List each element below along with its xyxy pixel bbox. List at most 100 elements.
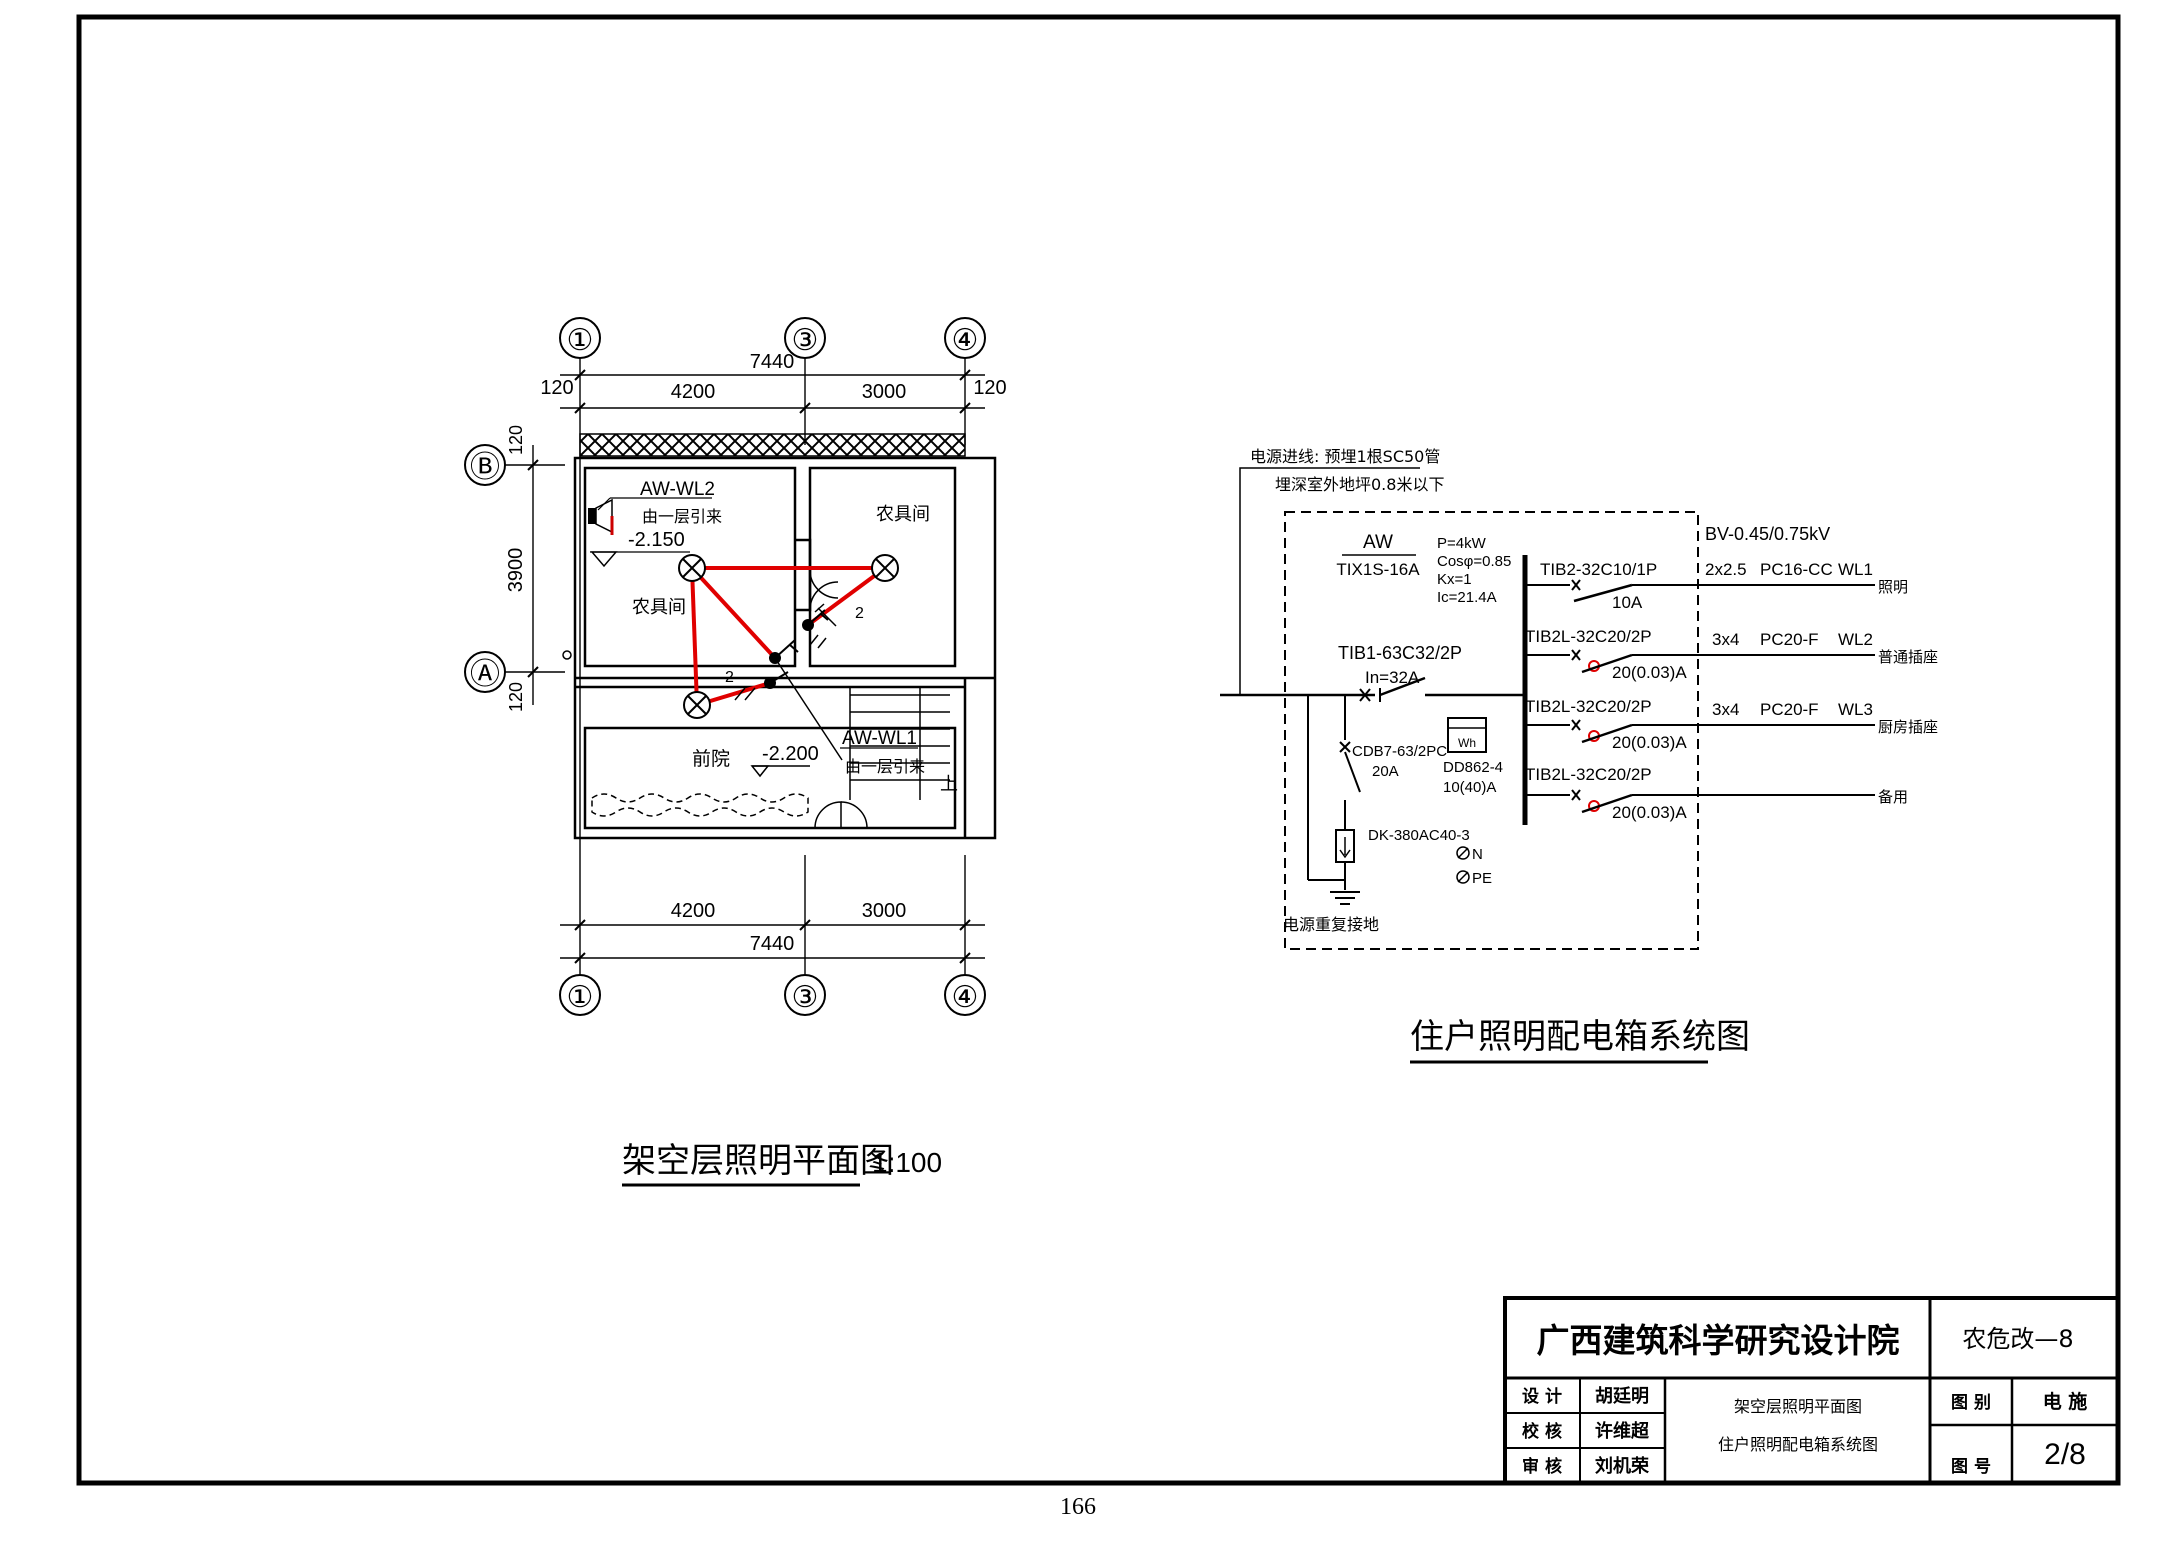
panel-note: 由一层引来 <box>642 507 722 526</box>
svg-text:④: ④ <box>952 980 979 1015</box>
param-kx: Kx=1 <box>1437 571 1472 588</box>
terminal-icon <box>1456 846 1470 860</box>
institute-name: 广西建筑科学研究设计院 <box>1537 1321 1900 1360</box>
main-breaker-icon <box>1359 676 1426 702</box>
room-label-left: 农具间 <box>632 597 686 618</box>
check-label: 校 核 <box>1522 1421 1562 1442</box>
stair-up-label: 上 <box>940 774 958 795</box>
terminal-icon <box>1456 870 1470 884</box>
panel-label: AW-WL2 <box>640 479 715 500</box>
panel-level: -2.150 <box>628 529 685 551</box>
ceiling-light-icon <box>683 691 711 719</box>
dim-left-bottom: 120 <box>506 682 526 712</box>
svg-text:④: ④ <box>952 323 979 358</box>
box-name: AW <box>1363 532 1393 553</box>
svg-text:③: ③ <box>792 323 819 358</box>
meter-model: DD862-4 <box>1443 759 1503 776</box>
dim-top-total: 7440 <box>750 351 795 373</box>
ground-note: 电源重复接地 <box>1283 915 1379 934</box>
main-breaker-label: TIB1-63C32/2P <box>1338 643 1462 663</box>
terminal-n: N <box>1472 846 1483 863</box>
hatched-wall <box>579 433 966 457</box>
circuit-3-use: 厨房插座 <box>1878 718 1938 736</box>
circuit-1-use: 照明 <box>1878 578 1908 596</box>
circuit-3-wl: WL3 <box>1838 700 1873 719</box>
outgoing-circuit-spare: TIB2L-32C20/2P 20(0.03)A 备用 <box>1525 765 1908 822</box>
category-value: 电 施 <box>2043 1390 2088 1413</box>
sheet-border <box>76 14 2121 1486</box>
circuit-1-wl: WL1 <box>1838 560 1873 579</box>
feed-note: 由一层引来 <box>845 757 925 776</box>
axis-bubble-bottom-1: ① <box>559 974 601 1016</box>
room-label-right: 农具间 <box>876 504 930 525</box>
drawing-name-1: 架空层照明平面图 <box>1734 1397 1862 1416</box>
ground-icon <box>1330 891 1360 905</box>
courtyard-fill <box>591 793 809 817</box>
panel-box-icon <box>588 498 614 535</box>
dim-bottom-total: 7440 <box>750 933 795 955</box>
dim-bottom-span-1: 4200 <box>671 900 716 922</box>
cable-spec: BV-0.45/0.75kV <box>1705 524 1830 544</box>
dim-bottom-span-2: 3000 <box>862 900 907 922</box>
circuit-mark-right: 2 <box>855 605 864 622</box>
spd-label: CDB7-63/2PC <box>1352 743 1447 760</box>
svg-text:①: ① <box>567 323 594 358</box>
circuit-2-use: 普通插座 <box>1878 648 1938 666</box>
axis-bubble-B: Ⓑ <box>464 444 506 486</box>
circuit-3-breaker: TIB2L-32C20/2P <box>1525 697 1652 716</box>
circuit-1-rating: 10A <box>1612 593 1643 612</box>
light-switch-icon <box>769 639 799 664</box>
dimension-ticks <box>527 369 971 964</box>
axis-bubble-bottom-3: ③ <box>784 974 826 1016</box>
axis-bubble-top-4: ④ <box>944 317 986 359</box>
title-block: 广西建筑科学研究设计院 农危改—8 设 计 胡廷明 校 核 许维超 审 核 刘机… <box>1503 1296 2120 1485</box>
dim-top-right-edge: 120 <box>973 377 1006 399</box>
meter-rating: 10(40)A <box>1443 779 1496 796</box>
param-power: P=4kW <box>1437 535 1487 552</box>
box-enclosure <box>1284 511 1699 950</box>
dim-top-left-edge: 120 <box>540 377 573 399</box>
axis-bubble-top-3: ③ <box>784 317 826 359</box>
circuit-3-conduit: PC20-F <box>1760 700 1819 719</box>
plan-title: 架空层照明平面图 <box>622 1141 894 1181</box>
circuit-1-wire: 2x2.5 <box>1705 560 1747 579</box>
incoming-note-1: 电源进线: 预埋1根SC50管 <box>1250 447 1440 466</box>
dim-left-middle: 3900 <box>505 548 527 593</box>
energy-meter-icon <box>1447 717 1487 753</box>
level-triangle-icon <box>590 551 618 568</box>
circuit-4-use: 备用 <box>1878 788 1908 806</box>
axis-bubble-bottom-4: ④ <box>944 974 986 1016</box>
circuit-2-wire: 3x4 <box>1712 630 1739 649</box>
circuit-1-conduit: PC16-CC <box>1760 560 1833 579</box>
circuit-4-rating: 20(0.03)A <box>1612 803 1687 822</box>
meter-symbol: Wh <box>1458 736 1476 750</box>
system-title: 住户照明配电箱系统图 <box>1410 1017 1750 1057</box>
svg-text:③: ③ <box>792 980 819 1015</box>
design-name: 胡廷明 <box>1595 1385 1649 1407</box>
project-code: 农危改—8 <box>1962 1325 2073 1353</box>
feeder-line <box>774 657 843 761</box>
svg-text:①: ① <box>567 980 594 1015</box>
review-label: 审 核 <box>1522 1456 1562 1477</box>
svg-text:Ⓐ: Ⓐ <box>470 657 500 692</box>
circuit-2-conduit: PC20-F <box>1760 630 1819 649</box>
arrester-label: DK-380AC40-3 <box>1368 827 1470 844</box>
spd-rating: 20A <box>1372 763 1399 780</box>
param-ic: Ic=21.4A <box>1437 589 1497 606</box>
courtyard-label: 前院 <box>692 748 730 770</box>
drawing-name-2: 住户照明配电箱系统图 <box>1718 1435 1878 1454</box>
lighting-circuit-wiring <box>690 566 887 707</box>
page-number: 166 <box>1060 1494 1096 1520</box>
stairs <box>849 687 950 800</box>
terminal-pe: PE <box>1472 870 1492 887</box>
circuit-2-breaker: TIB2L-32C20/2P <box>1525 627 1652 646</box>
courtyard-level: -2.200 <box>762 743 819 765</box>
surge-protector-icon <box>1339 741 1361 793</box>
dim-left-top: 120 <box>506 425 526 455</box>
circuit-2-wl: WL2 <box>1838 630 1873 649</box>
main-breaker-rating: In=32A <box>1365 668 1420 687</box>
circuit-4-breaker: TIB2L-32C20/2P <box>1525 765 1652 784</box>
ceiling-light-icon <box>678 554 706 582</box>
circuit-mark-left: 2 <box>725 669 734 686</box>
